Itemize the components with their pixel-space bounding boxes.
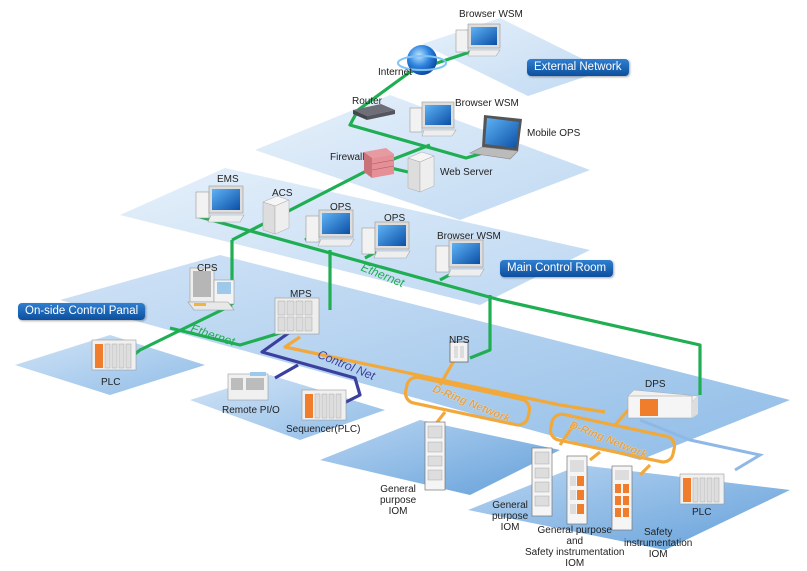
internet-label: Internet: [378, 67, 412, 78]
browser-wsm-mid-icon[interactable]: [409, 101, 457, 137]
browser-wsm-mid-label: Browser WSM: [455, 98, 519, 109]
browser-wsm-mcr-label: Browser WSM: [437, 231, 501, 242]
plc-right-link: [639, 418, 765, 472]
ops-1-label: OPS: [330, 202, 352, 213]
gp-iom-2-icon[interactable]: [531, 447, 553, 517]
remote-pio-label: Remote PI/O: [222, 405, 280, 416]
plane-onside-control: [60, 255, 790, 460]
acs-server-icon[interactable]: [262, 195, 290, 235]
cps-console-icon[interactable]: [187, 267, 235, 311]
mps-label: MPS: [290, 289, 312, 300]
plc-right-label: PLC: [692, 507, 712, 518]
mps-controller-icon[interactable]: [274, 297, 320, 335]
dps-label: DPS: [645, 379, 666, 390]
plane-external-network: [422, 18, 605, 96]
gp-safety-iom-icon[interactable]: [566, 455, 588, 525]
internet-globe-icon[interactable]: [397, 45, 447, 75]
dps-controller-icon[interactable]: [627, 389, 699, 419]
plc-left-icon[interactable]: [91, 339, 137, 371]
browser-wsm-top-label: Browser WSM: [459, 9, 523, 20]
ems-computer-icon[interactable]: [195, 185, 245, 223]
ops-1-computer-icon[interactable]: [305, 209, 355, 247]
onside-control-panel-badge: On-side Control Panal: [18, 303, 146, 320]
gp-iom-1-label: General purpose IOM: [380, 484, 417, 517]
safety-iom-icon[interactable]: [611, 465, 633, 531]
plc-left-label: PLC: [101, 377, 121, 388]
ops-2-computer-icon[interactable]: [361, 221, 411, 259]
firewall-label: Firewall: [330, 152, 365, 163]
acs-label: ACS: [272, 188, 293, 199]
router-icon[interactable]: [353, 104, 395, 120]
web-server-label: Web Server: [440, 167, 493, 178]
mobile-ops-laptop-icon[interactable]: [469, 115, 522, 160]
gp-iom-1-icon[interactable]: [424, 421, 446, 491]
sequencer-plc-label: Sequencer(PLC): [286, 424, 361, 435]
dring-links: [283, 335, 677, 477]
web-server-icon[interactable]: [407, 151, 435, 193]
mobile-ops-label: Mobile OPS: [527, 128, 581, 139]
control-net-links: [260, 330, 362, 407]
nps-label: NPS: [449, 335, 470, 346]
cps-label: CPS: [197, 263, 218, 274]
plc-right-icon[interactable]: [679, 473, 725, 505]
browser-wsm-mcr-computer-icon[interactable]: [435, 239, 485, 277]
external-network-badge: External Network: [527, 59, 629, 76]
browser-wsm-top-icon[interactable]: [455, 23, 501, 57]
nps-module-icon[interactable]: [449, 341, 469, 363]
remote-pio-icon[interactable]: [227, 372, 269, 401]
sequencer-plc-icon[interactable]: [301, 389, 347, 421]
ems-label: EMS: [217, 174, 239, 185]
router-label: Router: [352, 96, 383, 107]
main-control-room-badge: Main Control Room: [500, 260, 614, 277]
firewall-icon[interactable]: [364, 148, 395, 178]
safety-iom-label: Safety instrumentation IOM: [624, 527, 693, 560]
ops-2-label: OPS: [384, 213, 406, 224]
gp-safety-iom-label: General purpose and Safety instrumentati…: [525, 525, 625, 569]
gp-iom-2-label: General purpose IOM: [492, 500, 529, 533]
